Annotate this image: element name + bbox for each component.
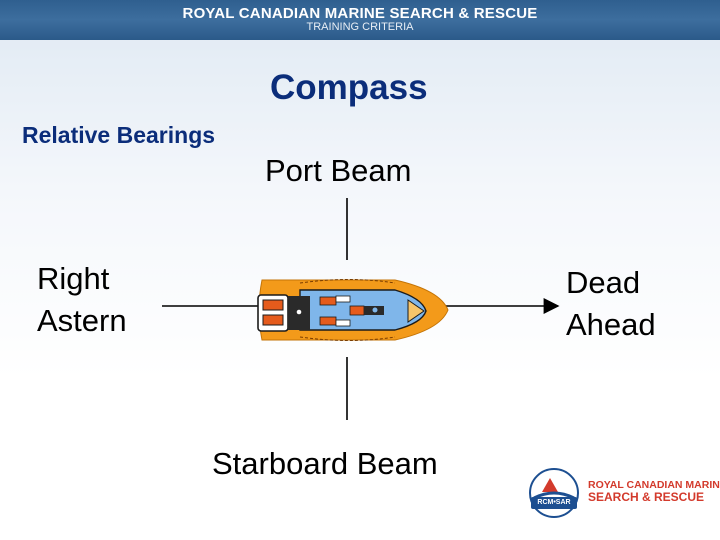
title-banner: ROYAL CANADIAN MARINE SEARCH & RESCUE TR… xyxy=(0,0,720,40)
slide-subheading: Relative Bearings xyxy=(22,122,216,148)
right-astern-line2: Astern xyxy=(37,303,127,338)
dead-ahead-line2: Ahead xyxy=(566,307,656,342)
right-astern-line1: Right xyxy=(37,261,110,296)
logo-tag: RCM•SAR xyxy=(531,497,577,509)
slide-heading: Compass xyxy=(270,68,428,107)
dead-ahead-line1: Dead xyxy=(566,265,641,300)
right-astern-label: Right Astern xyxy=(37,258,127,342)
rcmsar-logo: RCM•SAR ROYAL CANADIAN MARINE SEARCH & R… xyxy=(520,458,720,528)
starboard-beam-label: Starboard Beam xyxy=(212,446,438,481)
boat-icon xyxy=(257,279,449,341)
logo-line1: ROYAL CANADIAN MARINE xyxy=(588,479,720,491)
banner-subtitle: TRAINING CRITERIA xyxy=(306,21,414,33)
dead-ahead-label: Dead Ahead xyxy=(566,262,656,346)
logo-text: ROYAL CANADIAN MARINE SEARCH & RESCUE xyxy=(588,479,720,503)
banner-title: ROYAL CANADIAN MARINE SEARCH & RESCUE xyxy=(182,5,538,22)
logo-emblem-icon xyxy=(529,468,579,518)
port-beam-label: Port Beam xyxy=(265,153,412,188)
logo-line2: SEARCH & RESCUE xyxy=(588,490,705,504)
